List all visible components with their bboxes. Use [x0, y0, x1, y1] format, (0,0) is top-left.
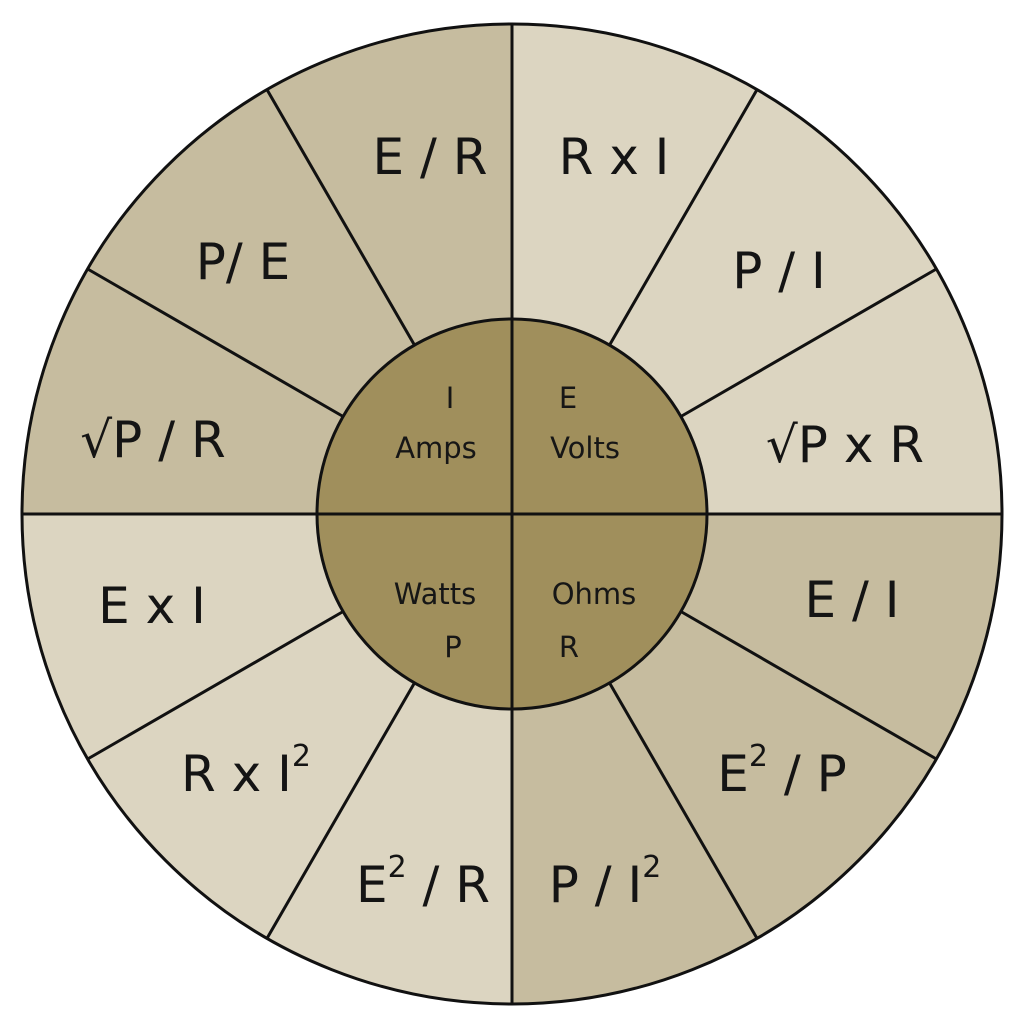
segment-divider [608, 88, 759, 346]
watts-unit: Watts [394, 577, 476, 611]
watts-symbol: P [444, 630, 462, 664]
amps-unit: Amps [395, 431, 477, 465]
volts-symbol: E [559, 381, 577, 415]
segment-divider [680, 610, 938, 761]
formula-label-11: P/ E [196, 233, 290, 291]
outer-ring [20, 22, 1004, 1006]
ohms-unit: Ohms [552, 577, 637, 611]
segment-divider [86, 267, 344, 418]
segment-divider [86, 610, 344, 761]
formula-labels: R x I P / I √P x R E / I E2 / P P / I2 E2 / R R… [80, 128, 924, 914]
formula-label-7: E2 / R [356, 850, 490, 914]
segment-divider [608, 682, 759, 940]
formula-label-6: P / I2 [549, 850, 662, 914]
center-quadrant-volts: E Volts [550, 381, 620, 465]
amps-symbol: I [446, 381, 455, 415]
volts-unit: Volts [550, 431, 620, 465]
segment-dividers [22, 24, 1002, 1004]
formula-label-4: E / I [805, 571, 900, 629]
formula-label-5: E2 / P [717, 739, 846, 803]
segment-divider [265, 682, 416, 940]
segment-divider [265, 88, 416, 346]
formula-label-8: R x I2 [181, 739, 311, 803]
center-quadrant-ohms: Ohms R [552, 577, 637, 664]
formula-label-9: E x I [98, 577, 206, 635]
ohms-symbol: R [559, 630, 579, 664]
center-quadrant-amps: I Amps [395, 381, 477, 465]
formula-label-1: R x I [559, 128, 670, 186]
formula-label-2: P / I [732, 242, 826, 300]
segment-divider [680, 267, 938, 418]
formula-label-3: √P x R [766, 416, 924, 474]
formula-label-10: √P / R [80, 411, 225, 469]
formula-label-12: E / R [373, 128, 488, 186]
center-quadrant-watts: Watts P [394, 577, 476, 664]
